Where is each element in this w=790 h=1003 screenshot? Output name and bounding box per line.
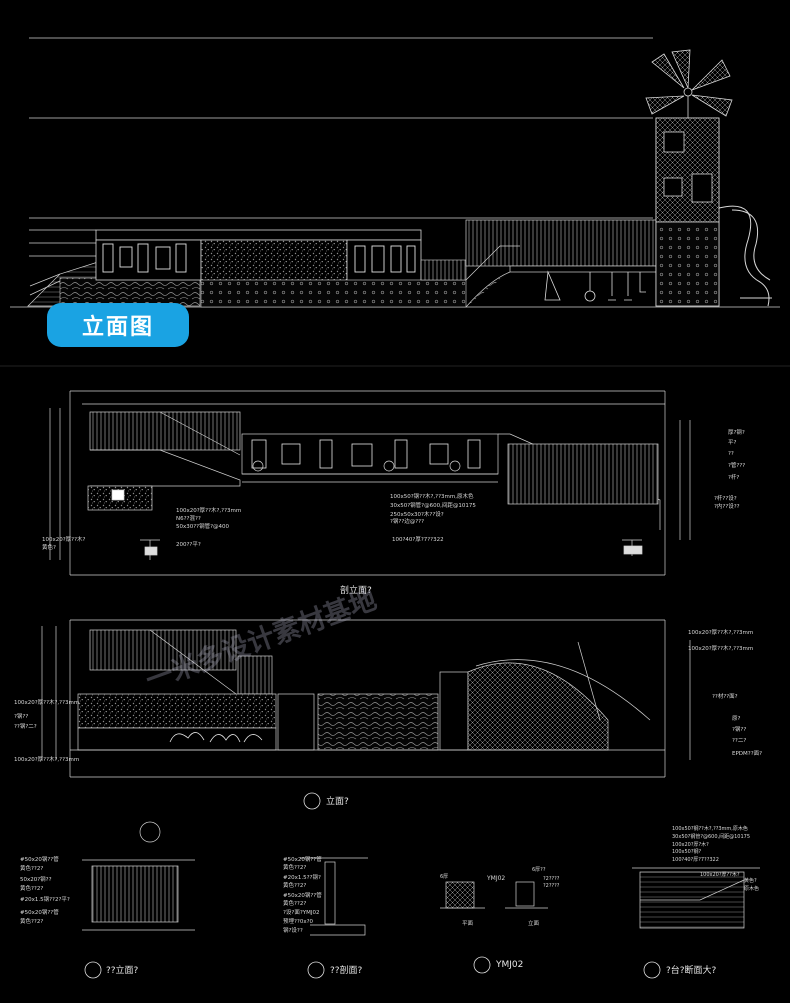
d2-note-5: #50x20钢??管: [283, 891, 322, 899]
detail4-annotations: ?台?断面大? 100x50?钢??木?,??3mm,原木色 30x50?钢管?…: [666, 825, 759, 976]
pavilion-panels: [95, 239, 422, 283]
d1-note-2: 黄色??2?: [20, 864, 43, 872]
detail2-title: ??剖面?: [330, 964, 363, 976]
pavilion-base: [200, 279, 467, 308]
pavilion-roof: [95, 229, 422, 241]
elevation1-title: 剖立面?: [340, 584, 372, 596]
hanging-swing-icons: [544, 270, 646, 302]
detail3-title: YMJ02: [495, 960, 523, 970]
e1-left-note-3: 50x30??钢管?@400: [176, 522, 230, 530]
top-elevation-drawing: [10, 37, 780, 308]
e2-right-note-2: 100x20?厚??木?,??3mm: [688, 644, 753, 652]
e1-center-note-1: 100x50?钢??木?,??3mm,原木色: [390, 492, 474, 500]
d1-note-3: 50x20?钢??: [20, 875, 52, 883]
elevation1-annotations: 剖立面? 100x20?厚??木?,??3mm N6??混?? 50x30??钢…: [42, 428, 745, 596]
detail-1-railing: [82, 821, 195, 931]
section-elevation-1: [49, 390, 691, 576]
e1-right-note-2: 平?: [728, 439, 737, 446]
e2-left-note-3: ??钢?二?: [14, 722, 37, 730]
e2-right-note-1: 100x20?厚??木?,??3mm: [688, 628, 753, 636]
e1-center-note-2: 30x50?钢管?@600,间距@10175: [390, 501, 476, 509]
e1-center-note-3: 250x50x30?木??设?: [390, 510, 444, 518]
d3-label-ymj02: YMJ02: [486, 875, 505, 882]
windmill-icon: [645, 49, 733, 118]
detail-4-platform: [632, 867, 760, 929]
d4-note-4: 100x50?钢?: [672, 848, 702, 855]
e1-center-note-4: ?钢??边@???: [390, 517, 424, 525]
plant-icon: [169, 732, 263, 743]
e2-left-note-1: 100x20?厚??木?,??3mm: [14, 698, 79, 706]
detail4-title: ?台?断面大?: [666, 964, 717, 976]
e2-left-note-2: ?钢??: [14, 712, 28, 720]
d3-note-2: ?2????: [543, 876, 560, 882]
e2-left-note-4: 100x20?厚??木?,??3mm: [14, 755, 79, 763]
e1-right-note-4: ?管???: [728, 461, 745, 469]
d2-note-3: #20x1.5??钢?: [283, 873, 321, 881]
d4-note-7: 黄色?: [744, 877, 757, 884]
e2-right-note-7: EPDM??面?: [732, 750, 762, 757]
d4-note-8: 原木色: [744, 885, 759, 892]
low-fence-right: [420, 259, 467, 281]
e1-left-note-5: 100x20?厚??木?: [42, 535, 86, 543]
d4-note-1: 100x50?钢??木?,??3mm,原木色: [672, 825, 748, 832]
d2-note-7: ?设?面?YMJ02: [283, 908, 319, 916]
d3-note-5: 平面: [462, 920, 474, 927]
e1-lower-note: 100?40?厚?7??322: [392, 536, 444, 543]
d4-note-2: 30x50?钢管?@600,间距@10175: [672, 833, 750, 840]
e2-right-note-4: 原?: [732, 715, 741, 722]
d3-note-4: 6厚: [440, 874, 448, 880]
stepped-base-rock-wall: [59, 277, 201, 307]
e1-right-note-7: ?内??设??: [714, 502, 740, 510]
d2-note-4: 黄色??2?: [283, 881, 306, 889]
d4-note-5: 100?40?厚?7??322: [672, 857, 719, 863]
detail3-annotations: YMJ02 YMJ02 6厚?? ?2???? ?2???? 6厚 平面 立面: [440, 867, 560, 970]
e1-left-note-4: 200??平?: [176, 541, 201, 548]
e1-right-note-3: ??: [728, 451, 734, 457]
d2-note-8: 预埋??0x?0: [283, 917, 314, 925]
d4-note-6: 100x20?厚??木?: [700, 871, 740, 878]
section-badge: 立面图: [47, 303, 189, 347]
d1-note-1: #50x20钢??管: [20, 855, 59, 863]
d2-note-9: 钢?设??: [283, 926, 303, 934]
lower-sheet: [0, 365, 790, 979]
d3-note-3: ?2????: [543, 883, 560, 889]
e2-right-note-5: ?钢??: [732, 725, 746, 733]
elevation2-annotations: 立面? 100x20?厚??木?,??3mm ?钢?? ??钢?二? 100x2…: [14, 628, 762, 807]
bridge-deck: [465, 219, 657, 308]
e2-right-note-6: ??二?: [732, 738, 746, 744]
elevation2-title: 立面?: [326, 795, 349, 807]
d4-note-3: 100x20?厚?木?: [672, 841, 709, 848]
e2-right-note-3: ??材??面?: [712, 692, 738, 700]
d1-note-6: #50x20钢??管: [20, 908, 59, 916]
e1-left-note-1: 100x20?厚??木?,??3mm: [176, 506, 241, 514]
e1-right-note-6: ?杆??设?: [714, 494, 737, 502]
d3-note-1: 6厚??: [532, 867, 546, 873]
detail-3-ymj02: [440, 881, 548, 909]
tube-slide-icon: [718, 205, 772, 307]
e1-left-note-2: N6??混??: [176, 514, 201, 522]
d1-note-5: #20x1.5钢??2?平?: [20, 895, 70, 903]
detail1-annotations: ??立面? #50x20钢??管 黄色??2? 50x20?钢?? 黄色??2?…: [20, 855, 139, 976]
d2-note-1: #50x20钢??管: [283, 855, 322, 863]
detail-2-section: [300, 857, 368, 936]
e1-right-note-1: 厚?钢?: [728, 428, 745, 436]
detail2-annotations: ??剖面? #50x20钢??管 黄色??2? #20x1.5??钢? 黄色??…: [283, 855, 363, 976]
section-elevation-2: [41, 619, 691, 778]
d1-note-7: 黄色??2?: [20, 917, 43, 925]
tower: [655, 117, 720, 307]
d1-note-4: 黄色??2?: [20, 884, 43, 892]
e1-right-note-5: ?杆?: [728, 473, 739, 481]
d2-note-6: 黄色??2?: [283, 899, 306, 907]
d3-note-6: 立面: [528, 919, 540, 927]
e1-left-note-6: 黄色?: [42, 543, 56, 551]
detail1-title: ??立面?: [106, 964, 139, 976]
swing-seat-icon: [544, 270, 561, 301]
d2-note-2: 黄色??2?: [283, 863, 306, 871]
